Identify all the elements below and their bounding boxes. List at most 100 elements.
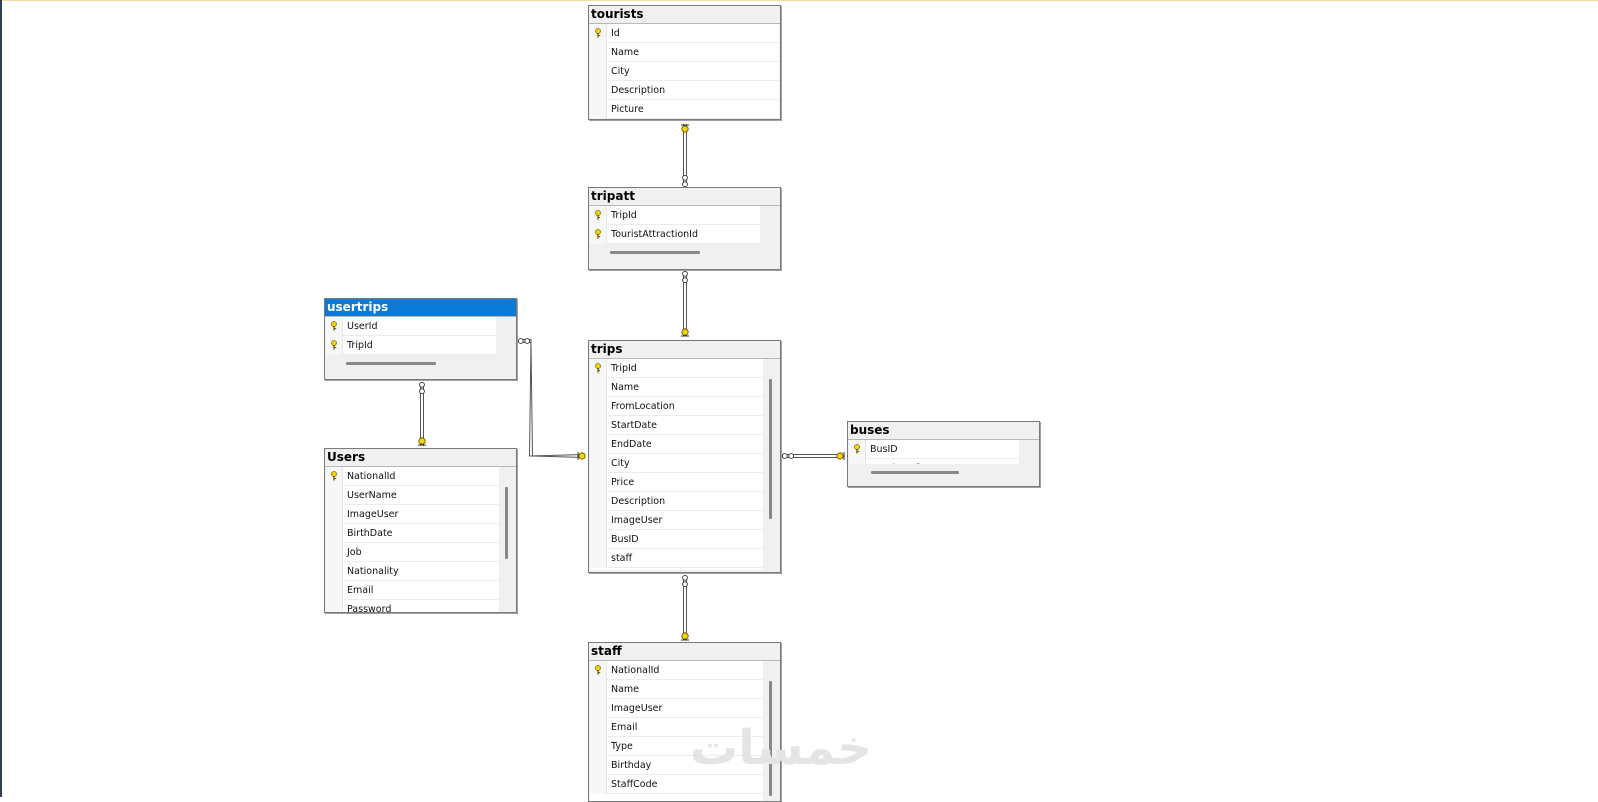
column-row[interactable]: Description <box>590 80 779 100</box>
column-row[interactable]: TripId <box>590 359 763 378</box>
table-title[interactable]: tripatt <box>589 188 780 206</box>
row-selector <box>590 434 607 454</box>
column-row[interactable]: UserId <box>326 317 496 336</box>
column-name: Type <box>611 740 633 752</box>
relationship-many-end-icon <box>682 270 688 284</box>
column-row[interactable]: City <box>590 453 763 473</box>
column-row[interactable]: Nationality <box>326 561 499 581</box>
table-title[interactable]: usertrips <box>325 299 516 317</box>
column-name: Picture <box>611 103 644 115</box>
scrollbar-thumb[interactable] <box>505 487 508 559</box>
column-row[interactable]: UserName <box>326 485 499 505</box>
relationship-key-end-icon <box>681 124 689 133</box>
column-name: ImageUser <box>347 508 399 520</box>
row-selector <box>590 472 607 492</box>
column-row[interactable]: EndDate <box>590 434 763 454</box>
horizontal-scrollbar[interactable] <box>590 244 760 260</box>
column-grid: BusIDNumberOfSeats <box>849 440 1019 464</box>
column-row[interactable]: Type <box>590 736 763 756</box>
scrollbar-thumb[interactable] <box>769 681 772 796</box>
column-row[interactable]: BusID <box>590 529 763 549</box>
table-title[interactable]: Users <box>325 449 516 467</box>
scrollbar-thumb[interactable] <box>610 251 700 254</box>
scrollbar-thumb[interactable] <box>871 471 959 474</box>
table-title[interactable]: staff <box>589 643 780 661</box>
row-selector <box>590 453 607 473</box>
column-row[interactable]: BusID <box>849 440 1019 459</box>
column-row[interactable]: Picture <box>590 99 779 119</box>
column-row[interactable]: StaffCode <box>590 774 763 794</box>
column-row[interactable]: ImageUser <box>590 510 763 530</box>
row-selector <box>590 736 607 756</box>
row-selector <box>326 485 343 505</box>
scrollbar-thumb[interactable] <box>769 379 772 519</box>
column-name: UserName <box>347 489 397 501</box>
column-row[interactable]: Name <box>590 377 763 397</box>
column-row[interactable]: ImageUser <box>590 698 763 718</box>
table-title[interactable]: trips <box>589 341 780 359</box>
column-row[interactable]: TouristAttractionId <box>590 224 760 244</box>
horizontal-scrollbar[interactable] <box>849 464 1019 480</box>
column-name: EndDate <box>611 438 652 450</box>
row-selector <box>590 548 607 568</box>
table-title[interactable]: buses <box>848 422 1039 440</box>
column-name: Description <box>611 495 666 507</box>
column-name: NationalId <box>347 470 396 482</box>
column-row[interactable]: Job <box>326 542 499 562</box>
column-row[interactable]: Birthday <box>590 755 763 775</box>
column-name: ImageUser <box>611 702 663 714</box>
column-row[interactable]: BirthDate <box>326 523 499 543</box>
column-name: Name <box>611 46 640 58</box>
column-row[interactable]: Price <box>590 472 763 492</box>
row-selector <box>590 510 607 530</box>
column-row[interactable]: Email <box>590 717 763 737</box>
column-row[interactable]: Name <box>590 679 763 699</box>
column-name: Description <box>611 84 666 96</box>
row-selector <box>590 42 607 62</box>
column-row[interactable]: Id <box>590 24 779 43</box>
vertical-scrollbar[interactable] <box>763 359 778 570</box>
column-row[interactable]: NationalId <box>326 467 499 486</box>
column-name: NationalId <box>611 664 660 676</box>
column-row[interactable]: Email <box>326 580 499 600</box>
column-name: TouristAttractionId <box>611 228 699 240</box>
column-row[interactable]: Description <box>590 491 763 511</box>
column-name: Id <box>611 27 620 39</box>
column-row[interactable]: NumberOfSeats <box>849 458 1019 464</box>
column-row[interactable]: TripId <box>590 206 760 225</box>
horizontal-scrollbar[interactable] <box>326 355 496 371</box>
scrollbar-thumb[interactable] <box>346 362 436 365</box>
column-row[interactable]: ImageUser <box>326 504 499 524</box>
row-selector <box>326 580 343 600</box>
primary-key-icon <box>590 24 607 43</box>
column-row[interactable]: NationalId <box>590 661 763 680</box>
column-row[interactable]: Password <box>326 599 499 612</box>
row-selector <box>590 529 607 549</box>
vertical-scrollbar[interactable] <box>763 661 778 801</box>
column-row[interactable]: TripId <box>326 335 496 355</box>
column-row[interactable]: Name <box>590 42 779 62</box>
relationship-many-end-icon <box>419 381 425 395</box>
column-row[interactable]: City <box>590 61 779 81</box>
row-selector <box>326 504 343 524</box>
table-title[interactable]: tourists <box>589 6 780 24</box>
primary-key-icon <box>590 224 607 244</box>
column-row[interactable]: staff <box>590 548 763 568</box>
column-row[interactable]: FromLocation <box>590 396 763 416</box>
column-row[interactable]: StartDate <box>590 415 763 435</box>
relationship-many-end-icon <box>682 574 688 588</box>
row-selector <box>590 415 607 435</box>
vertical-scrollbar[interactable] <box>499 467 514 612</box>
table-buses[interactable]: buses BusIDNumberOfSeats <box>847 421 1040 487</box>
relationship-key-end-icon <box>681 632 689 641</box>
